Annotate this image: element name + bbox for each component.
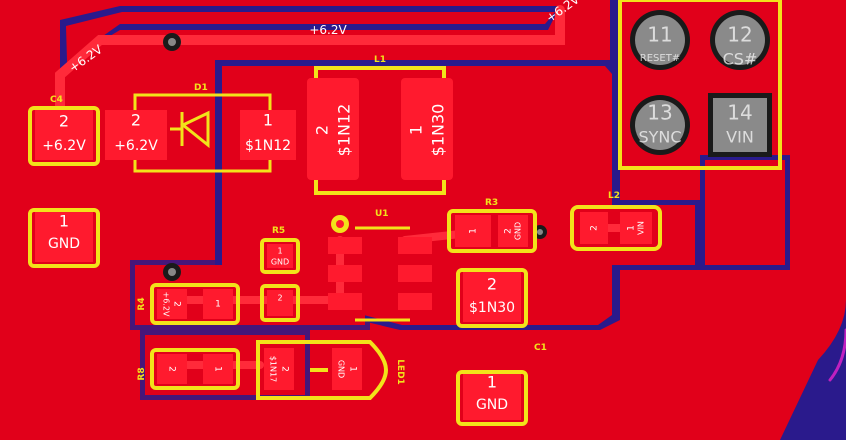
- pad-net: VIN: [637, 221, 646, 235]
- ref-designator: C1: [534, 343, 547, 353]
- pad-c4-gnd[interactable]: 1 GND: [28, 208, 100, 268]
- ref-designator: U1: [375, 209, 389, 219]
- pad-number: 2: [277, 294, 282, 303]
- ref-designator: L1: [374, 55, 386, 65]
- header-connector[interactable]: 11 RESET# 12 CS# 13 SYNC 14 VIN: [618, 0, 782, 170]
- pad-number: 1: [59, 212, 69, 231]
- pad-net: $1N12: [245, 138, 291, 154]
- ref-designator: D1: [194, 83, 208, 93]
- pin-number: 14: [727, 101, 752, 125]
- pad-net: +6.2V: [114, 138, 158, 154]
- pad-net: $1N30: [429, 104, 448, 157]
- pad-net: +6.2V: [42, 138, 86, 154]
- pad-number: 1: [277, 247, 282, 256]
- ref-designator: R4: [137, 297, 147, 310]
- pad-number: 2: [167, 366, 177, 372]
- ref-designator: LED1: [395, 359, 405, 385]
- pad-number: 1: [627, 225, 637, 231]
- pin-number: 11: [647, 23, 672, 47]
- pad-number: 2: [131, 111, 141, 130]
- pad-number: 2: [280, 366, 290, 372]
- ref-designator: C4: [50, 95, 63, 105]
- component-l1[interactable]: 2 $1N12 1 $1N30 L1: [307, 55, 453, 195]
- component-c1[interactable]: 2 $1N30 1 GND C1: [456, 268, 547, 426]
- component-r5[interactable]: 1 GND 2 R5: [260, 226, 300, 322]
- pad-number: 2: [590, 225, 600, 231]
- pin-net: SYNC: [638, 128, 681, 147]
- component-led1[interactable]: 2 $1N17 1 GND LED1: [256, 340, 405, 400]
- pin-number: 13: [647, 101, 672, 125]
- pad-number: 1: [469, 228, 479, 234]
- component-l2[interactable]: 2 1 VIN L2: [570, 191, 662, 251]
- ref-designator: R8: [137, 367, 147, 380]
- pad-net: GND: [476, 397, 508, 413]
- pad-number: 2: [487, 275, 497, 294]
- vias: [163, 33, 547, 281]
- pin-number: 12: [727, 23, 752, 47]
- pad-number: 1: [215, 300, 221, 310]
- pad-net: $1N17: [269, 356, 278, 382]
- pad-number: 1: [407, 125, 426, 135]
- ref-designator: L2: [608, 191, 620, 201]
- component-u1[interactable]: U1: [328, 209, 432, 322]
- pad-net: $1N30: [469, 300, 515, 316]
- ref-designator: R5: [272, 226, 285, 236]
- pin-net: CS#: [723, 50, 758, 69]
- ref-designator: R3: [485, 198, 498, 208]
- pad-net: $1N12: [335, 104, 354, 157]
- pad-number: 1: [487, 373, 497, 392]
- component-d1[interactable]: 2 +6.2V 1 $1N12 D1: [105, 83, 296, 173]
- trace-net-label: +6.2V: [309, 23, 347, 37]
- component-r8[interactable]: 2 1 R8: [137, 348, 240, 390]
- pin-net: VIN: [726, 128, 754, 147]
- pad-net: GND: [514, 222, 523, 240]
- pin-net: RESET#: [640, 53, 680, 64]
- pad-number: 2: [504, 228, 514, 234]
- pad-net: GND: [337, 360, 346, 378]
- component-r3[interactable]: 1 2 GND R3: [447, 198, 537, 253]
- pad-net: +6.2V: [162, 292, 171, 317]
- component-c4[interactable]: 2 +6.2V C4: [28, 95, 100, 166]
- pad-number: 1: [263, 111, 273, 130]
- pad-net: GND: [271, 258, 289, 267]
- pad-number: 2: [172, 301, 182, 307]
- pad-net: GND: [48, 236, 80, 252]
- pad-number: 2: [59, 112, 69, 131]
- component-r4[interactable]: 2 +6.2V 1 R4: [137, 283, 240, 325]
- pad-number: 1: [213, 366, 223, 372]
- pad-number: 2: [313, 125, 332, 135]
- pad-number: 1: [348, 366, 358, 372]
